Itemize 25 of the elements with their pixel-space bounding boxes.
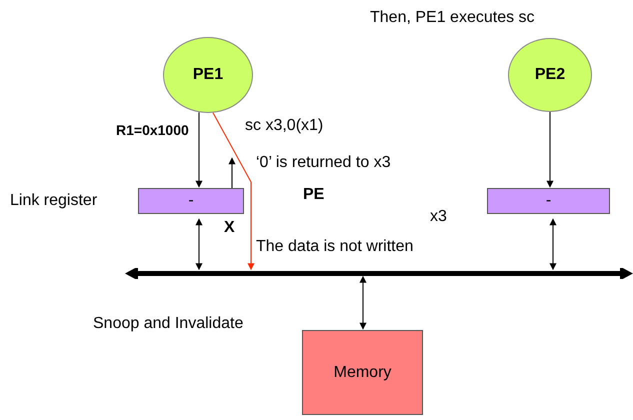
register-box [138, 188, 244, 214]
note: The data is not written [256, 238, 414, 256]
arrow [196, 112, 202, 188]
note: Snoop and Invalidate [93, 315, 244, 333]
note: PE [303, 186, 324, 204]
cross-mark: X [224, 219, 235, 237]
arrow [228, 157, 236, 188]
arrow [546, 112, 554, 188]
register-box [487, 188, 610, 214]
register-value: - [188, 192, 194, 210]
arrow [550, 218, 556, 270]
register-value-note: R1=0x1000 [116, 123, 189, 138]
register-value: - [546, 192, 552, 210]
register-caption: Link register [10, 192, 98, 210]
note: Then, PE1 executes sc [370, 9, 535, 27]
register-label: x3 [430, 208, 447, 226]
node-label: PE1 [192, 66, 224, 84]
node-label: PE2 [534, 66, 566, 84]
arrow [196, 218, 202, 270]
node-label: Memory [334, 364, 392, 382]
memory-box [302, 330, 423, 415]
note: ‘0’ is returned to x3 [256, 154, 391, 172]
arrow [212, 112, 254, 270]
arrow [360, 276, 366, 330]
instruction-label: sc x3,0(x1) [245, 117, 324, 135]
